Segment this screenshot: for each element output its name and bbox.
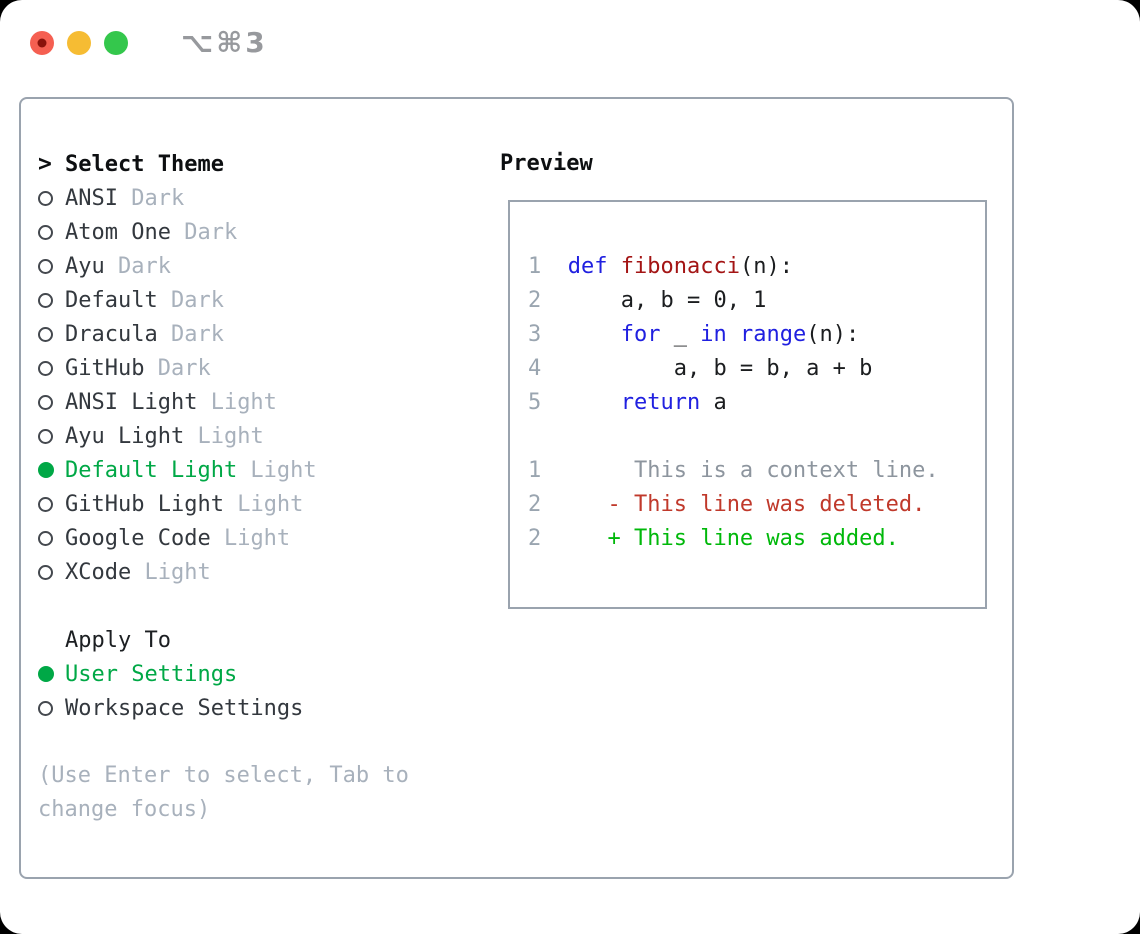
radio-icon [38, 224, 53, 240]
radio-icon [38, 258, 53, 274]
theme-variant: Light [237, 457, 317, 483]
select-theme-heading-row: > Select Theme [38, 147, 409, 181]
theme-name: Ayu [65, 253, 105, 279]
theme-option-ansi[interactable]: ANSI Dark [38, 181, 409, 215]
theme-name: Google Code [65, 525, 211, 551]
theme-name: Dracula [65, 321, 158, 347]
select-theme-heading: Select Theme [65, 151, 224, 177]
window-title: ⌥⌘3 [181, 26, 268, 59]
apply-option-user-settings[interactable]: User Settings [38, 657, 409, 691]
theme-name: Default [65, 287, 158, 313]
theme-variant: Light [197, 389, 277, 415]
radio-icon [38, 428, 53, 444]
theme-name: ANSI [65, 185, 118, 211]
theme-variant: Dark [170, 219, 238, 245]
theme-option-dracula[interactable]: Dracula Dark [38, 317, 409, 351]
radio-icon [38, 496, 53, 512]
theme-name: GitHub Light [65, 491, 224, 517]
theme-variant: Light [131, 559, 211, 585]
code-line: 2 - This line was deleted. [528, 492, 926, 517]
theme-name: Ayu Light [65, 423, 185, 449]
radio-icon [38, 564, 53, 580]
apply-option-workspace-settings[interactable]: Workspace Settings [38, 691, 409, 725]
theme-variant: Dark [117, 185, 185, 211]
theme-option-ansi-light[interactable]: ANSI Light Light [38, 385, 409, 419]
apply-option-label: User Settings [65, 661, 238, 687]
radio-icon [38, 530, 53, 546]
theme-option-default[interactable]: Default Dark [38, 283, 409, 317]
theme-name: Default Light [65, 457, 238, 483]
theme-variant: Light [210, 525, 291, 551]
theme-variant: Dark [144, 355, 211, 381]
preview-pane: 1 def fibonacci(n): 2 a, b = 0, 1 3 for _ … [508, 200, 987, 609]
theme-variant: Light [184, 423, 264, 449]
theme-variant: Dark [104, 253, 171, 279]
preview-code: 1 def fibonacci(n): 2 a, b = 0, 1 3 for _ … [510, 202, 985, 556]
code-line: 4 a, b = b, a + b [528, 356, 873, 381]
radio-icon [38, 394, 53, 410]
theme-option-xcode[interactable]: XCode Light [38, 555, 409, 589]
help-text-line-2: change focus) [38, 797, 211, 822]
apply-to-heading: Apply To [65, 627, 171, 653]
code-line: 1 This is a context line. [528, 458, 939, 483]
apply-to-heading-row: Apply To [38, 623, 409, 657]
apply-option-label: Workspace Settings [65, 695, 304, 721]
minimize-button[interactable] [67, 30, 91, 55]
code-line: 1 def fibonacci(n): [528, 254, 793, 279]
code-line: 5 return a [528, 390, 727, 415]
theme-name: Atom One [65, 219, 171, 245]
theme-name: XCode [65, 559, 132, 585]
radio-selected-icon [38, 462, 54, 478]
radio-icon [38, 292, 53, 308]
code-line: 2 a, b = 0, 1 [528, 288, 767, 313]
code-line [528, 420, 985, 454]
theme-name: ANSI Light [65, 389, 198, 415]
radio-icon [38, 326, 53, 342]
close-button[interactable] [30, 30, 54, 55]
radio-icon [38, 360, 53, 376]
theme-variant: Dark [157, 321, 224, 347]
theme-option-default-light[interactable]: Default Light Light [38, 453, 409, 487]
help-text-line-1: (Use Enter to select, Tab to [38, 763, 409, 788]
preview-heading: Preview [500, 151, 593, 176]
radio-icon [38, 700, 53, 716]
theme-option-google-code[interactable]: Google Code Light [38, 521, 409, 555]
theme-option-ayu-light[interactable]: Ayu Light Light [38, 419, 409, 453]
titlebar: ⌥⌘3 [30, 26, 268, 59]
zoom-button[interactable] [104, 30, 128, 55]
prompt-icon: > [38, 151, 52, 177]
theme-variant: Light [223, 491, 304, 517]
radio-selected-icon [38, 666, 54, 682]
code-line: 3 for _ in range(n): [528, 322, 860, 347]
theme-variant: Dark [157, 287, 224, 313]
theme-name: GitHub [65, 355, 145, 381]
theme-option-ayu[interactable]: Ayu Dark [38, 249, 409, 283]
theme-option-github[interactable]: GitHub Dark [38, 351, 409, 385]
radio-icon [38, 190, 53, 206]
theme-option-atom-one[interactable]: Atom One Dark [38, 215, 409, 249]
theme-option-github-light[interactable]: GitHub Light Light [38, 487, 409, 521]
code-line: 2 + This line was added. [528, 526, 899, 551]
